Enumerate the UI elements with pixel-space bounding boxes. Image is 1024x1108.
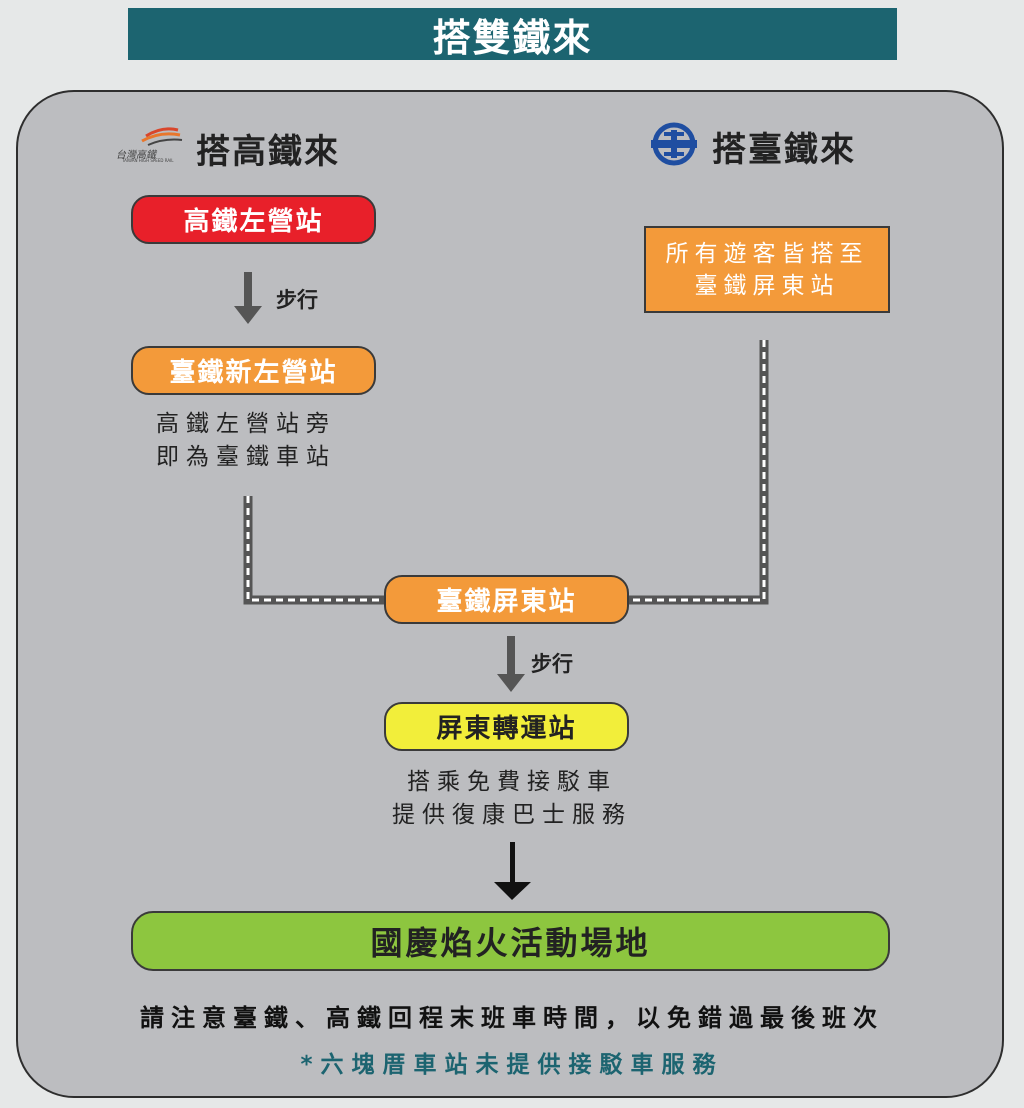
hsr-note-line1: 高鐵左營站旁 — [156, 411, 336, 437]
hsr-logo-text: 台灣高鐵 — [116, 150, 156, 161]
hsr-logo-icon — [141, 127, 183, 146]
hsr-note-line2: 即為臺鐵車站 — [156, 444, 336, 470]
tra-info-box: 所有遊客皆搭至 臺鐵屏東站 — [644, 226, 890, 313]
tra-pingtung-station: 臺鐵屏東站 — [384, 575, 629, 624]
hsr-note: 高鐵左營站旁 即為臺鐵車站 — [156, 408, 336, 474]
shuttle-note-line2: 提供復康巴士服務 — [392, 802, 632, 828]
tra-heading: 搭臺鐵來 — [712, 130, 856, 170]
walk-label: 步行 — [276, 288, 318, 312]
walk-arrow-icon — [234, 272, 262, 324]
fireworks-venue: 國慶焰火活動場地 — [131, 911, 890, 971]
shuttle-exception-note: *六塊厝車站未提供接駁車服務 — [300, 1052, 724, 1078]
pingtung-bus-terminal: 屏東轉運站 — [384, 702, 629, 751]
shuttle-note-line1: 搭乘免費接駁車 — [407, 769, 617, 795]
walk-label: 步行 — [531, 652, 573, 676]
tra-box-line1: 所有遊客皆搭至 — [665, 240, 869, 267]
tra-xinzuoying-station: 臺鐵新左營站 — [131, 346, 376, 395]
hsr-rail-connector — [243, 496, 386, 605]
shuttle-note: 搭乘免費接駁車 提供復康巴士服務 — [386, 766, 638, 832]
hsr-logo: 台灣高鐵 TAIWAN HIGH SPEED RAIL — [112, 124, 186, 164]
tra-rail-connector — [626, 340, 769, 605]
page-title: 搭雙鐵來 — [128, 8, 897, 60]
walk-arrow-icon — [497, 636, 525, 692]
tra-box-line2: 臺鐵屏東站 — [694, 272, 840, 299]
down-arrow-icon — [494, 842, 531, 900]
hsr-heading: 搭高鐵來 — [196, 132, 340, 172]
hsr-logo-subtext: TAIWAN HIGH SPEED RAIL — [122, 158, 174, 163]
hsr-zuoying-station: 高鐵左營站 — [131, 195, 376, 244]
return-time-notice: 請注意臺鐵、高鐵回程末班車時間，以免錯過最後班次 — [140, 1004, 884, 1032]
tra-logo-icon — [650, 120, 698, 168]
